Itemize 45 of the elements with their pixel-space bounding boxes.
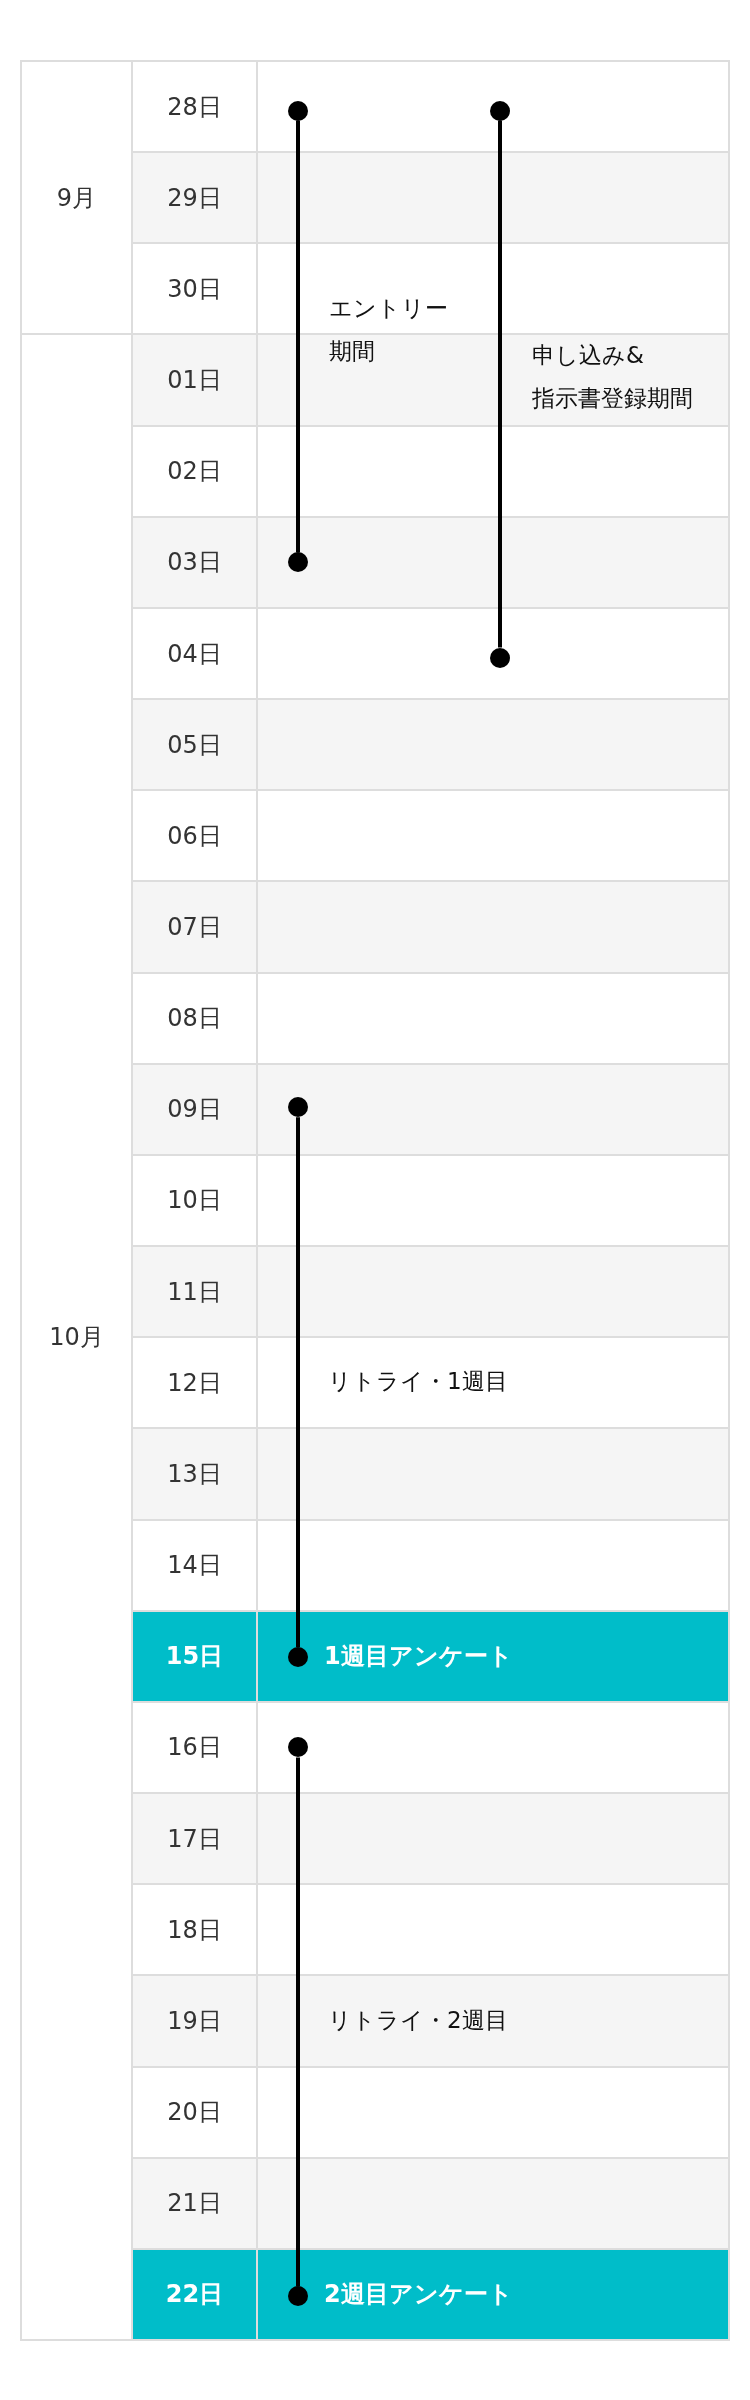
date-cell: 16日 [133, 1702, 256, 1793]
date-cell: 22日 [133, 2249, 256, 2339]
timeline-dot [490, 100, 510, 121]
edge-label: リトライ・2週目 [328, 2006, 508, 2035]
date-cell: 01日 [133, 335, 256, 425]
edge-label: リトライ・1週目 [328, 1367, 508, 1396]
date-cell: 15日 [133, 1611, 256, 1701]
timeline-line [296, 1757, 300, 2287]
date-cell: 09日 [133, 1064, 256, 1154]
date-cell: 05日 [133, 700, 256, 790]
date-cell: 02日 [133, 426, 256, 516]
date-cell: 10日 [133, 1155, 256, 1246]
date-cell: 18日 [133, 1885, 256, 1975]
date-cell: 30日 [133, 244, 256, 334]
date-cell: 04日 [133, 608, 256, 699]
date-cell: 29日 [133, 153, 256, 243]
date-cell: 07日 [133, 882, 256, 972]
date-cell: 13日 [133, 1429, 256, 1519]
timeline-line [296, 120, 300, 553]
date-cell: 08日 [133, 973, 256, 1063]
date-cell: 11日 [133, 1247, 256, 1337]
date-cell: 28日 [133, 62, 256, 152]
date-cell: 21日 [133, 2158, 256, 2248]
timeline-dot [288, 2286, 308, 2307]
date-cell: 20日 [133, 2067, 256, 2157]
timeline-dot [288, 1647, 308, 1668]
date-cell: 06日 [133, 791, 256, 881]
date-cell: 14日 [133, 1520, 256, 1610]
month-cell: 9月 [22, 62, 131, 334]
month-cell: 10月 [22, 335, 131, 2339]
timeline-line [296, 1117, 300, 1648]
timeline-dot [288, 100, 308, 121]
timeline-dot [288, 1097, 308, 1118]
timeline-dot [288, 1737, 308, 1758]
date-cell: 19日 [133, 1976, 256, 2066]
event-cell: 1週目アンケート [258, 1611, 728, 1701]
edge-label: 申し込み&指示書登録期間 [532, 341, 694, 413]
date-cell: 17日 [133, 1794, 256, 1884]
timeline-dot [490, 647, 510, 668]
date-cell: 12日 [133, 1338, 256, 1428]
timeline-line [498, 120, 502, 648]
timeline-dot [288, 552, 308, 573]
date-cell: 03日 [133, 517, 256, 607]
edge-label: エントリー期間 [329, 294, 449, 366]
event-cell: 2週目アンケート [258, 2249, 728, 2339]
